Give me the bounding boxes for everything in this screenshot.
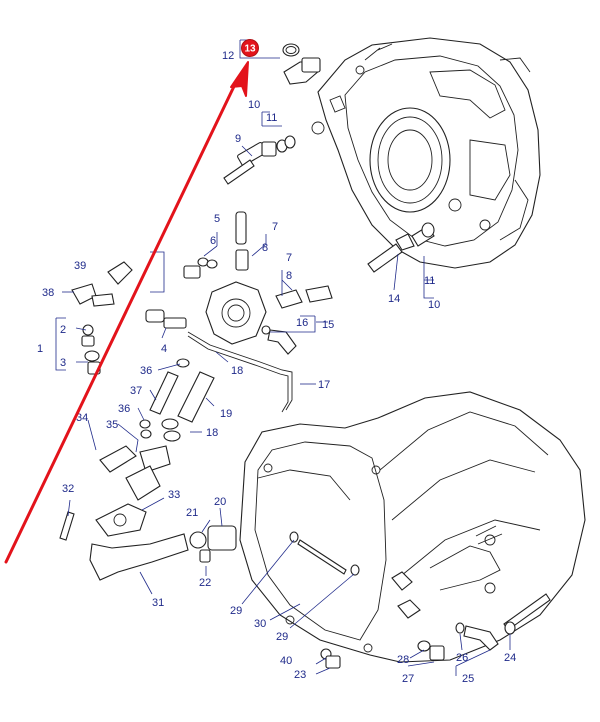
label-34: 34 xyxy=(76,412,88,424)
label-22: 22 xyxy=(199,577,211,589)
label-8: 8 xyxy=(262,242,268,254)
red-arrow-annotation xyxy=(4,61,249,564)
label-36: 36 xyxy=(140,365,152,377)
label-5: 5 xyxy=(214,213,220,225)
label-38: 38 xyxy=(42,287,54,299)
highlight-marker-13: 13 xyxy=(241,39,259,57)
label-33: 33 xyxy=(168,489,180,501)
label-28: 28 xyxy=(397,654,409,666)
label-26: 26 xyxy=(456,652,468,664)
label-40: 40 xyxy=(280,655,292,667)
label-36b: 36 xyxy=(118,403,130,415)
label-6: 6 xyxy=(210,235,216,247)
label-8b: 8 xyxy=(286,270,292,282)
label-18: 18 xyxy=(231,365,243,377)
label-29b: 29 xyxy=(276,631,288,643)
label-17: 17 xyxy=(318,379,330,391)
label-3: 3 xyxy=(60,357,66,369)
label-23: 23 xyxy=(294,669,306,681)
label-35: 35 xyxy=(106,419,118,431)
label-27: 27 xyxy=(402,673,414,685)
label-32: 32 xyxy=(62,483,74,495)
label-7: 7 xyxy=(272,221,278,233)
upper-housing xyxy=(311,37,541,269)
label-21: 21 xyxy=(186,507,198,519)
small-parts xyxy=(59,43,551,669)
label-15: 15 xyxy=(322,319,334,331)
label-25: 25 xyxy=(462,673,474,685)
label-10: 10 xyxy=(248,99,260,111)
label-39: 39 xyxy=(74,260,86,272)
label-29: 29 xyxy=(230,605,242,617)
label-1: 1 xyxy=(37,343,43,355)
label-24: 24 xyxy=(504,652,516,664)
label-19: 19 xyxy=(220,408,232,420)
label-14: 14 xyxy=(388,293,400,305)
label-13: 13 xyxy=(244,44,256,55)
label-11: 11 xyxy=(266,112,277,124)
label-10b: 10 xyxy=(428,299,440,311)
label-2: 2 xyxy=(60,324,66,336)
label-20: 20 xyxy=(214,496,226,508)
label-9: 9 xyxy=(235,133,241,145)
lower-housing xyxy=(239,391,586,663)
label-37: 37 xyxy=(130,385,142,397)
leader-lines xyxy=(55,39,511,676)
label-16: 16 xyxy=(296,317,308,329)
part-labels: 12 10 11 9 5 6 7 8 7 8 39 38 2 1 3 4 16 … xyxy=(37,50,516,685)
label-7b: 7 xyxy=(286,252,292,264)
label-4: 4 xyxy=(161,343,167,355)
label-11b: 11 xyxy=(424,275,435,287)
label-18b: 18 xyxy=(206,427,218,439)
label-31: 31 xyxy=(152,597,164,609)
label-12: 12 xyxy=(222,50,234,62)
label-30: 30 xyxy=(254,618,266,630)
